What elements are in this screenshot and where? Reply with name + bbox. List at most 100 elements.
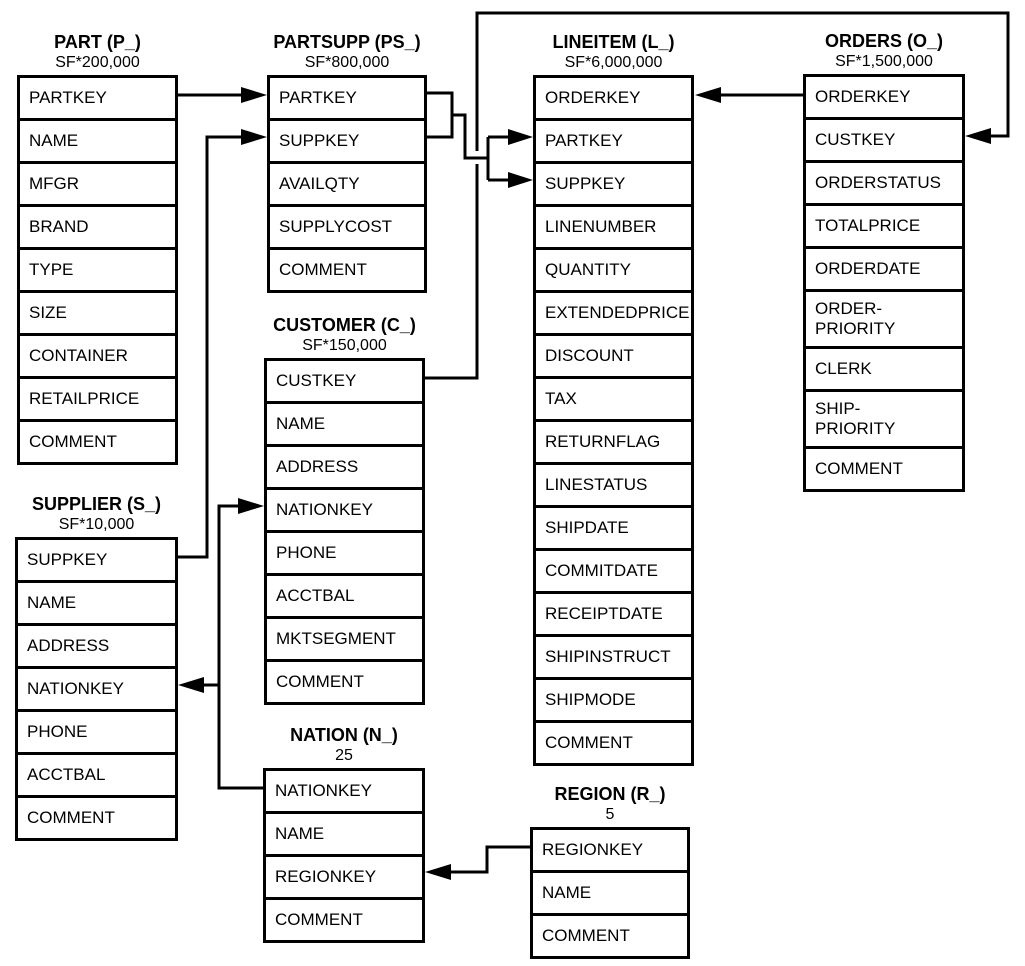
connector-nation-nationkey-to-supplier-nationkey xyxy=(178,677,219,693)
arrowhead-right-icon xyxy=(508,129,533,145)
table-row-region-regionkey: REGIONKEY xyxy=(533,830,687,870)
table-row-partsupp-suppkey: SUPPKEY xyxy=(270,118,424,161)
table-row-orders-totalprice: TOTALPRICE xyxy=(806,203,962,246)
column-label: SUPPKEY xyxy=(279,130,360,150)
table-row-customer-address: ADDRESS xyxy=(267,444,422,487)
column-label: COMMENT xyxy=(545,732,633,752)
arrowhead-left-icon xyxy=(178,677,204,693)
column-label: NAME xyxy=(275,823,325,843)
column-label: COMMENT xyxy=(542,925,630,945)
column-label: LINESTATUS xyxy=(545,474,648,494)
column-label: ACCTBAL xyxy=(27,764,106,784)
table-cardinality-region: 5 xyxy=(605,806,615,823)
column-label: ADDRESS xyxy=(276,456,359,476)
table-row-region-comment: COMMENT xyxy=(533,913,687,956)
column-label: NAME xyxy=(27,592,77,612)
table-orders: ORDERS (O_) SF*1,500,000 ORDERKEY CUSTKEY… xyxy=(803,31,965,492)
column-label: ORDERDATE xyxy=(815,258,921,278)
table-row-partsupp-comment: COMMENT xyxy=(270,247,424,290)
column-label: CONTAINER xyxy=(29,345,128,365)
table-row-nation-nationkey: NATIONKEY xyxy=(266,771,422,811)
table-row-nation-comment: COMMENT xyxy=(266,897,422,940)
column-label: TAX xyxy=(545,388,577,408)
arrowhead-right-icon xyxy=(241,87,267,103)
table-row-lineitem-comment: COMMENT xyxy=(536,720,691,763)
table-row-supplier-acctbal: ACCTBAL xyxy=(18,752,175,795)
table-row-orders-orderkey: ORDERKEY xyxy=(806,77,962,117)
table-row-lineitem-partkey: PARTKEY xyxy=(536,118,691,161)
table-row-supplier-comment: COMMENT xyxy=(18,795,175,838)
column-label: ORDERKEY xyxy=(815,86,911,106)
table-row-supplier-phone: PHONE xyxy=(18,709,175,752)
table-title-lineitem: LINEITEM (L_) xyxy=(552,32,675,52)
column-label: COMMENT xyxy=(279,259,367,279)
table-cardinality-supplier: SF*10,000 xyxy=(58,516,135,533)
column-label: ORDERKEY xyxy=(545,87,641,107)
column-label: PARTKEY xyxy=(545,130,623,150)
table-cardinality-lineitem: SF*6,000,000 xyxy=(564,54,663,71)
column-label: SIZE xyxy=(29,302,67,322)
column-label: SUPPKEY xyxy=(27,549,108,569)
table-row-orders-orderdate: ORDERDATE xyxy=(806,246,962,289)
table-row-part-retailprice: RETAILPRICE xyxy=(20,376,175,419)
table-row-part-type: TYPE xyxy=(20,247,175,290)
column-label: EXTENDEDPRICE xyxy=(545,302,690,322)
table-row-supplier-address: ADDRESS xyxy=(18,623,175,666)
table-row-customer-acctbal: ACCTBAL xyxy=(267,573,422,616)
connector-orders-orderkey-to-lineitem-orderkey xyxy=(695,87,803,103)
column-label: CUSTKEY xyxy=(276,370,357,390)
table-cardinality-partsupp: SF*800,000 xyxy=(304,54,390,71)
table-title-supplier: SUPPLIER (S_) xyxy=(31,494,162,514)
connector-region-regionkey-to-nation-regionkey xyxy=(425,845,530,880)
table-row-customer-phone: PHONE xyxy=(267,530,422,573)
column-label: SHIP- PRIORITY xyxy=(815,398,896,438)
column-label: AVAILQTY xyxy=(279,173,360,193)
column-label: COMMENT xyxy=(275,909,363,929)
column-label: ORDER- PRIORITY xyxy=(815,298,896,338)
table-row-customer-comment: COMMENT xyxy=(267,659,422,702)
column-label: PARTKEY xyxy=(29,87,107,107)
column-label: TYPE xyxy=(29,259,74,279)
column-label: NAME xyxy=(29,130,79,150)
table-row-part-container: CONTAINER xyxy=(20,333,175,376)
table-row-lineitem-shipmode: SHIPMODE xyxy=(536,677,691,720)
column-label: SUPPLYCOST xyxy=(279,216,393,236)
table-row-part-partkey: PARTKEY xyxy=(20,78,175,118)
connector-nation-nationkey-to-customer-nationkey xyxy=(217,498,264,790)
table-row-orders-custkey: CUSTKEY xyxy=(806,117,962,160)
table-supplier: SUPPLIER (S_) SF*10,000 SUPPKEY NAME ADDRE… xyxy=(15,494,178,841)
table-cardinality-orders: SF*1,500,000 xyxy=(835,53,933,70)
column-label: QUANTITY xyxy=(545,259,631,279)
column-label: MKTSEGMENT xyxy=(276,628,396,648)
table-row-customer-name: NAME xyxy=(267,401,422,444)
table-row-part-comment: COMMENT xyxy=(20,419,175,462)
arrowhead-right-icon xyxy=(508,172,533,188)
table-row-supplier-nationkey: NATIONKEY xyxy=(18,666,175,709)
column-label: SHIPDATE xyxy=(545,517,629,537)
connector-partsupp-keys-to-lineitem-keys xyxy=(427,91,533,188)
arrowhead-right-icon xyxy=(238,498,264,514)
table-title-orders: ORDERS (O_) xyxy=(824,31,943,51)
table-row-lineitem-tax: TAX xyxy=(536,376,691,419)
table-row-part-brand: BRAND xyxy=(20,204,175,247)
table-title-nation: NATION (N_) xyxy=(290,725,398,745)
column-label: NATIONKEY xyxy=(275,780,372,800)
table-title-region: REGION (R_) xyxy=(554,784,666,804)
table-row-lineitem-shipinstruct: SHIPINSTRUCT xyxy=(536,634,691,677)
table-row-part-mfgr: MFGR xyxy=(20,161,175,204)
arrowhead-left-icon xyxy=(695,87,721,103)
column-label: ACCTBAL xyxy=(276,585,355,605)
table-row-customer-mktsegment: MKTSEGMENT xyxy=(267,616,422,659)
column-label: SUPPKEY xyxy=(545,173,626,193)
table-row-customer-nationkey: NATIONKEY xyxy=(267,487,422,530)
table-row-orders-comment: COMMENT xyxy=(806,446,962,489)
table-row-lineitem-discount: DISCOUNT xyxy=(536,333,691,376)
